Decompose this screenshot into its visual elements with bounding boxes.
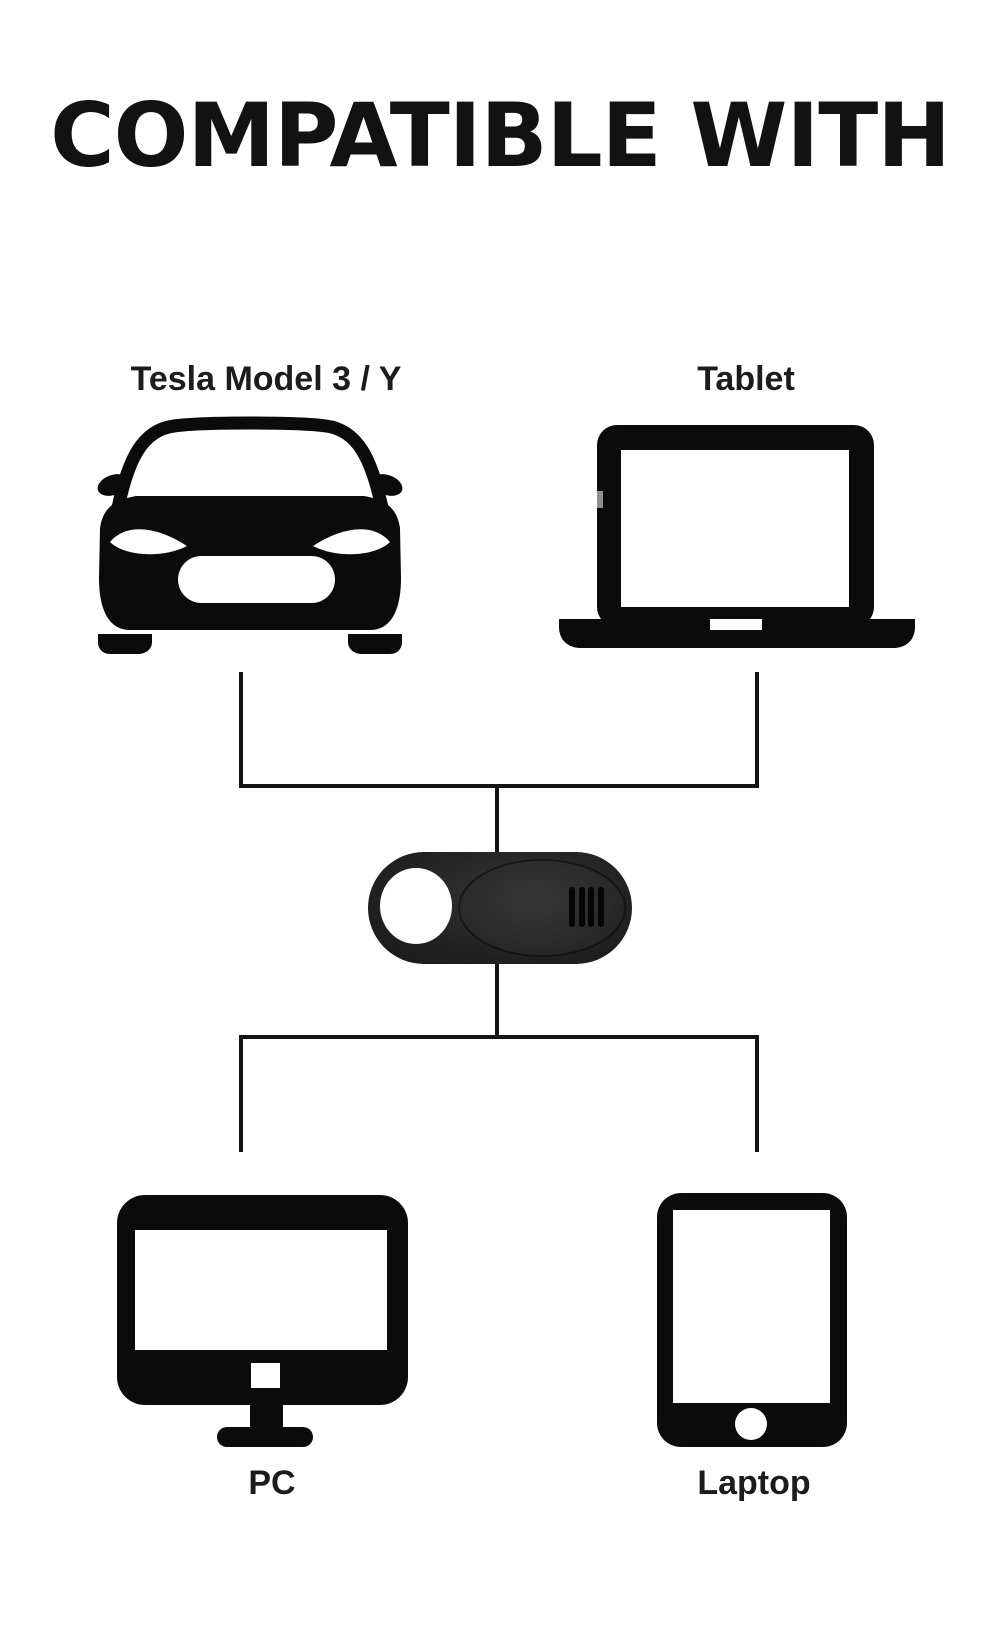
laptop-screen — [621, 450, 849, 607]
car-mirror-right — [371, 474, 403, 496]
car-headlight-right — [313, 529, 390, 555]
car-grille — [178, 556, 335, 603]
monitor-stand-neck — [250, 1405, 283, 1429]
webcam-cover-grip-slot — [598, 887, 604, 927]
connector-bottom-horizontal — [239, 1035, 759, 1039]
car-mirror-left — [97, 474, 129, 496]
connector-center-upper-stub — [495, 784, 499, 854]
connector-center-lower-stub — [495, 964, 499, 1039]
monitor-stand-base — [217, 1427, 313, 1447]
webcam-cover-lens-hole — [380, 868, 452, 944]
monitor-logo-notch — [251, 1363, 280, 1388]
tablet-icon — [657, 1193, 847, 1447]
laptop-side-button — [597, 491, 603, 508]
webcam-cover-grip-slot — [588, 887, 594, 927]
laptop-base-notch — [710, 619, 762, 630]
connector-top-right-vertical — [755, 672, 759, 788]
tablet-home-button — [735, 1408, 767, 1440]
desktop-monitor-icon — [117, 1195, 408, 1447]
label-tesla-model-3-y: Tesla Model 3 / Y — [130, 360, 402, 398]
webcam-cover-grip-slot — [569, 887, 575, 927]
label-laptop: Laptop — [697, 1464, 811, 1502]
connector-top-horizontal — [239, 784, 759, 788]
webcam-cover-grip-slot — [579, 887, 585, 927]
tablet-screen — [673, 1210, 830, 1403]
webcam-cover-slider — [460, 861, 624, 955]
laptop-base — [559, 619, 915, 648]
label-tablet: Tablet — [697, 360, 795, 398]
connector-top-left-vertical — [239, 672, 243, 788]
laptop-icon — [559, 425, 915, 648]
page-title: COMPATIBLE WITH — [50, 84, 951, 187]
label-pc: PC — [248, 1464, 296, 1502]
car-roof — [111, 416, 389, 515]
connector-bottom-right-vertical — [755, 1035, 759, 1152]
car-wheel-right — [348, 634, 402, 654]
monitor-screen — [135, 1230, 387, 1350]
car-wheel-left — [98, 634, 152, 654]
webcam-cover-photo — [368, 852, 632, 964]
connector-bottom-left-vertical — [239, 1035, 243, 1152]
car-headlight-left — [110, 529, 187, 555]
tesla-car-front-icon — [97, 416, 403, 654]
